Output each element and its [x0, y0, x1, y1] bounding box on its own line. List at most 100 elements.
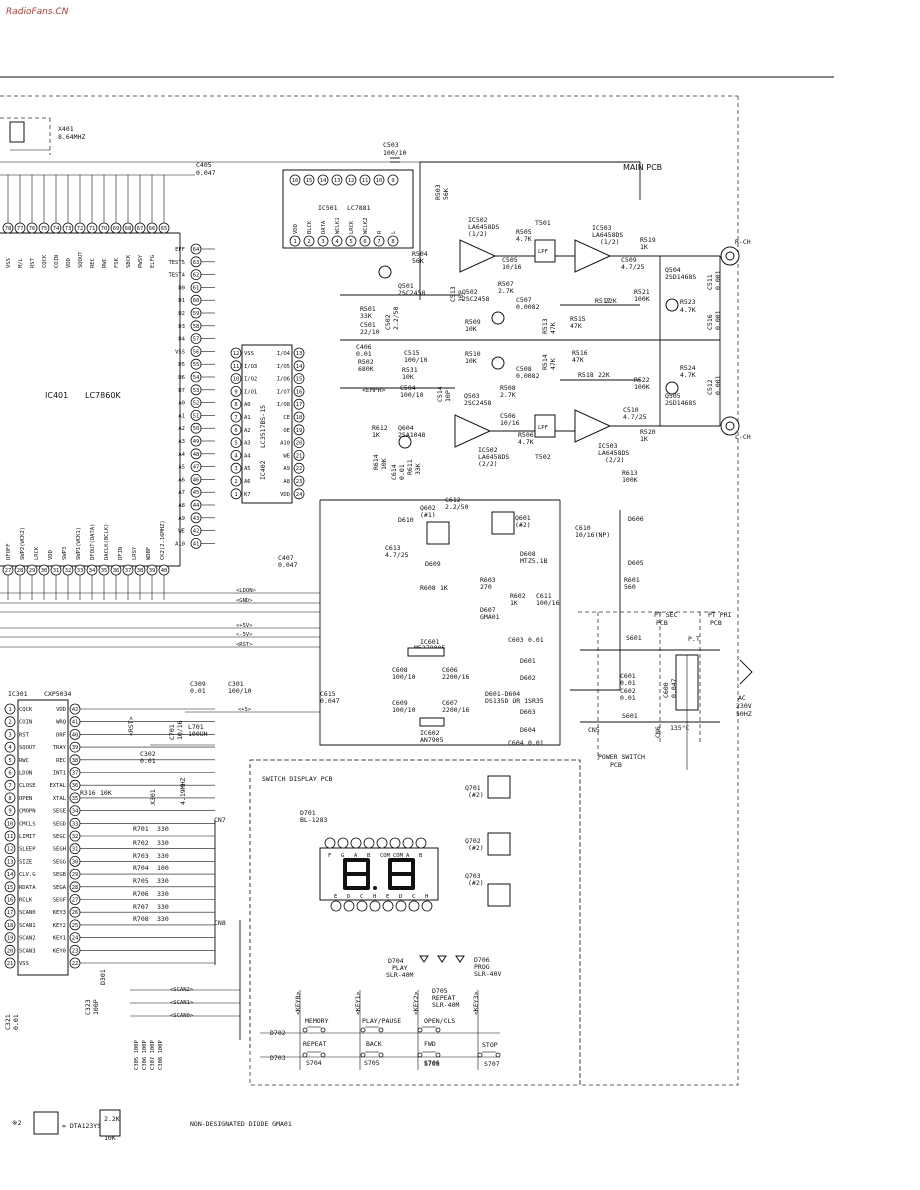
t502-label: T502 [535, 453, 551, 461]
q501-label: Q501 [398, 282, 414, 290]
ic301-pin-3-num: 3 [8, 732, 11, 738]
ic402-right-label: VDD [280, 492, 290, 498]
ic301-right-label: INT1 [53, 771, 66, 777]
bus-label: <GND> [236, 598, 253, 604]
cn8-label: CN8 [214, 919, 226, 927]
ic301-pin-20 [4, 944, 16, 956]
ic301-pin-32-num: 32 [72, 834, 79, 840]
ic402-pin-7-num: 7 [234, 415, 237, 421]
ic401-pin-50-num: 50 [193, 426, 200, 432]
ic301-right-label: REC [56, 758, 66, 764]
r612_v-label: 1K [372, 431, 380, 439]
r505-label: R505 [516, 228, 532, 236]
ic301-part: CXP5034 [44, 690, 71, 698]
ic501-label: WCLK1 [335, 217, 341, 234]
ic501-pin-14 [317, 174, 329, 186]
ic402-pin-10 [230, 373, 242, 385]
ic301-pin-39-num: 39 [72, 745, 79, 751]
ic402-pin-14 [293, 360, 305, 372]
ic402-left-label: A0 [244, 402, 251, 408]
s706-label: S706 [424, 1059, 440, 1067]
ic402-left-label: A2 [244, 428, 251, 434]
ic401-pin-39-num: 39 [149, 568, 156, 574]
display-seg-bot-label: E [334, 894, 337, 900]
ic301-left-label: COIN [19, 720, 32, 726]
ic503-top-half: (1/2) [600, 238, 620, 246]
display-seg-top-label: A [406, 853, 410, 859]
ic401-right-label: D6 [178, 375, 185, 381]
d704_n-label: PLAY [392, 964, 408, 972]
r531_v-label: 10K [402, 373, 414, 381]
ic402-pin-12 [230, 347, 242, 359]
lpf-t501: LPF T501 [534, 219, 556, 263]
display-pin-bottom [356, 900, 368, 912]
ic301-pin-11 [4, 830, 16, 842]
ic301-pin-19-num: 19 [7, 936, 14, 942]
d607-label: D607 [480, 606, 496, 614]
ic301-pin-22-num: 22 [72, 961, 79, 967]
c507-label: C507 [516, 296, 532, 304]
ic501-label: R [377, 230, 383, 234]
ic301-pin-11-num: 11 [7, 834, 14, 840]
ic301-left-label: OPEN [19, 796, 32, 802]
ic402-pin-3-num: 3 [234, 466, 237, 472]
ic402-right-label: I/O7 [277, 389, 290, 395]
ic501-pin-1 [289, 235, 301, 247]
ic401-pin-78-num: 78 [5, 226, 12, 232]
ic402-pin-5-num: 5 [234, 441, 237, 447]
c606_v-label: 2200/16 [442, 673, 469, 681]
ic301-pin-17 [4, 906, 16, 918]
ic401-right-label: A6 [178, 477, 185, 483]
scan0-label: <SCAN0> [170, 1013, 194, 1019]
r708_v-label: 330 [157, 915, 169, 923]
ic402-pin-17-num: 17 [296, 402, 303, 408]
ic301-right-label: SEGB [53, 872, 67, 878]
ic401-pin-74-num: 74 [53, 226, 60, 232]
ic401-part: LC7860K [85, 391, 121, 400]
ic401-pin-65 [158, 222, 170, 234]
ic401-pin-59-num: 59 [193, 311, 200, 317]
cn6-label: CN6 [654, 726, 662, 738]
r705_v-label: 330 [157, 877, 169, 885]
ic401-top-label: SBCK [126, 254, 132, 268]
ic501-pin-16 [289, 174, 301, 186]
c323_v-label: 100P [92, 999, 100, 1015]
c321-label: C321 [4, 1014, 12, 1030]
ic401-top-label: REC [90, 258, 96, 268]
bus-label: <LDON> [236, 588, 257, 594]
watermark: RadioFans.CN [6, 7, 69, 17]
ic401-pin-72 [74, 222, 86, 234]
ic301-pin-20-num: 20 [7, 948, 14, 954]
ic402-right-label: A9 [283, 466, 290, 472]
d609-label: D609 [425, 560, 441, 568]
c606-label: C606 [442, 666, 458, 674]
q601-label: Q601 [515, 514, 531, 522]
ic301-pin-10-num: 10 [7, 821, 14, 827]
c406-label: C406 [356, 343, 372, 351]
transformer [578, 611, 753, 770]
r503_v-label: 56K [442, 188, 450, 200]
r508_v-label: 2.7K [500, 391, 516, 399]
pt_pri_2-label: PCB [710, 619, 722, 627]
c301-label: C301 [228, 680, 244, 688]
ic301-right-label: VDD [56, 707, 66, 713]
key1-label: <KEY1> [354, 991, 362, 1015]
ic601-body [407, 647, 445, 657]
bottom-cap-label: C306 100P [142, 1040, 148, 1070]
ic402-pin-16 [293, 385, 305, 397]
ic402-pin-22 [293, 462, 305, 474]
ic301-pin-5-num: 5 [8, 758, 11, 764]
ic402-right-label: A8 [283, 479, 290, 485]
ic602-body [419, 717, 445, 727]
d706_n-label: PROG [474, 963, 490, 971]
power_switch-label: POWER SWITCH [598, 753, 645, 761]
q502_p-label: 2SC2458 [462, 295, 489, 303]
c502-label: C502 [384, 314, 392, 330]
ic501-pin-7 [373, 235, 385, 247]
ic301-pin-14-num: 14 [7, 872, 14, 878]
l-ch-label: L-CH [735, 433, 751, 441]
ic301-pin-8 [4, 792, 16, 804]
c405-value: 0.047 [196, 169, 216, 177]
ic301-left-label: SCAN1 [19, 923, 36, 929]
